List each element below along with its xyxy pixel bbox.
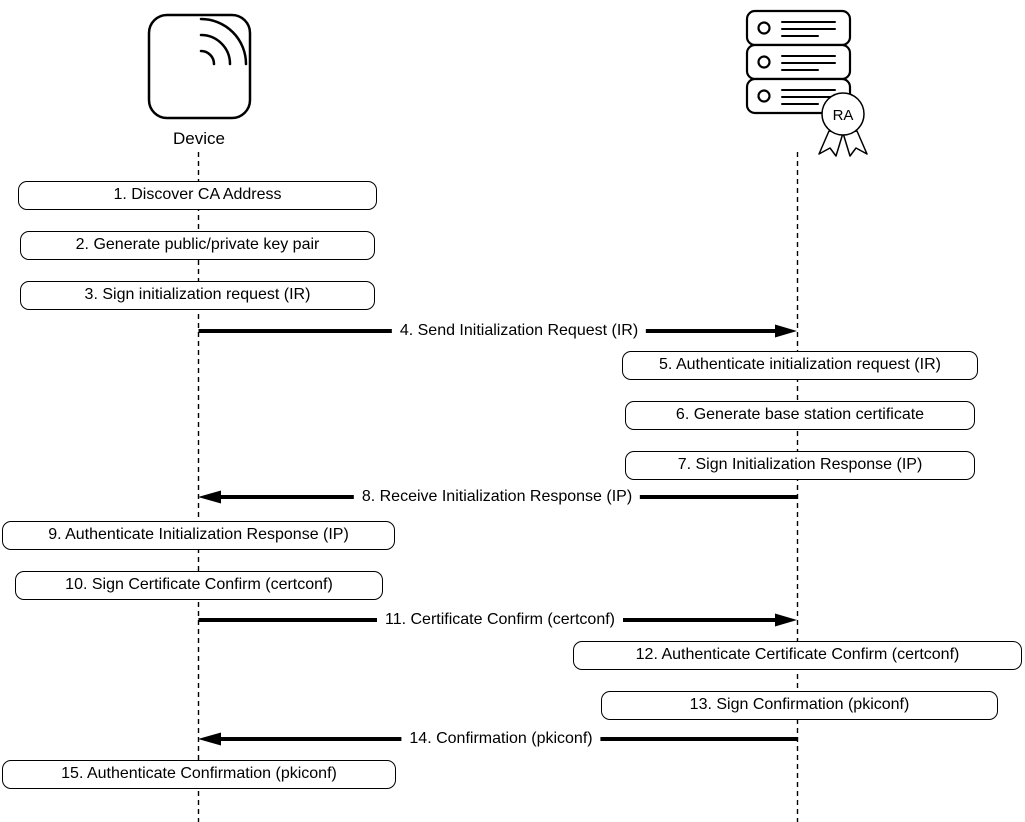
step-15-box: 15. Authenticate Confirmation (pkiconf) [2, 760, 396, 789]
step-6-box: 6. Generate base station certificate [625, 401, 975, 430]
step-7-box: 7. Sign Initialization Response (IP) [625, 451, 975, 480]
step-5-box: 5. Authenticate initialization request (… [622, 351, 978, 380]
message-11-label: 11. Certificate Confirm (certconf) [377, 611, 623, 629]
message-14-label: 14. Confirmation (pkiconf) [401, 730, 601, 748]
step-3-box: 3. Sign initialization request (IR) [20, 281, 375, 310]
step-2-box: 2. Generate public/private key pair [20, 231, 375, 260]
message-8-label: 8. Receive Initialization Response (IP) [353, 488, 641, 506]
wireless-device-icon [147, 13, 252, 120]
device-actor-label: Device [173, 129, 225, 148]
server-stack-icon [745, 9, 852, 115]
step-13-box: 13. Sign Confirmation (pkiconf) [601, 691, 998, 720]
step-9-box: 9. Authenticate Initialization Response … [2, 521, 395, 550]
ra-badge-label: RA [833, 107, 854, 124]
step-10-box: 10. Sign Certificate Confirm (certconf) [15, 571, 383, 600]
step-12-box: 12. Authenticate Certificate Confirm (ce… [573, 641, 1022, 670]
ra-badge-icon: RA [818, 92, 868, 157]
step-1-box: 1. Discover CA Address [18, 181, 377, 210]
message-4-label: 4. Send Initialization Request (IR) [391, 322, 647, 340]
